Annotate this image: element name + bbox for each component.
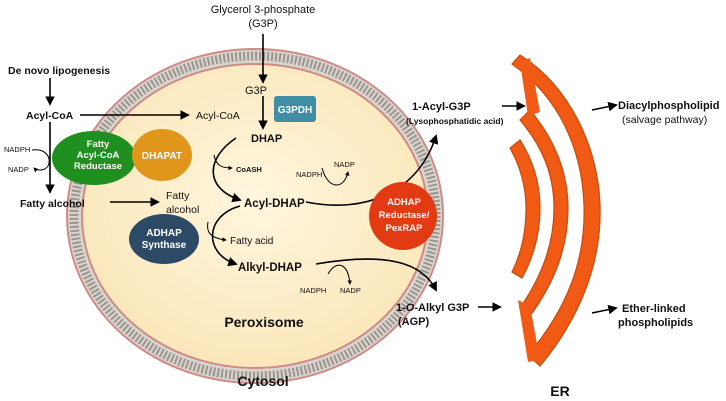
far-cofactor-arrow [31, 149, 50, 173]
far-label-3: Reductase [74, 161, 122, 172]
arrow-dhap-to-acyldhap [212, 137, 242, 203]
far-nadph: NADPH [4, 145, 30, 154]
low-nadph: NADPH [300, 286, 326, 295]
mid-cofactor-arrow [321, 167, 350, 186]
de-novo-label: De novo lipogenesis [8, 65, 110, 77]
fatty-acid-label: Fatty acid [230, 236, 273, 247]
coash-label: CoASH [236, 165, 262, 174]
cytosol-label: Cytosol [237, 373, 288, 389]
low-nadp: NADP [340, 286, 361, 295]
adhaps-label-1: ADHAP [146, 228, 182, 239]
er-connector-top [520, 58, 540, 116]
er-connector-bottom [518, 300, 540, 362]
mid-nadph: NADPH [296, 170, 322, 179]
diacyl-label-1: Diacylphospholipid [618, 100, 719, 112]
adhaps-label-2: Synthase [142, 240, 187, 251]
diacyl-label-2: (salvage pathway) [622, 114, 707, 126]
dhapat-enzyme [132, 129, 192, 181]
arrow-to-diacyl [591, 101, 618, 112]
agp-label-2: (AGP) [398, 316, 430, 328]
pexrap-enzyme [369, 182, 437, 250]
cofactor-arrows [31, 149, 352, 285]
fatty-alcohol-left-label: Fatty alcohol [20, 198, 85, 210]
arrow-to-ether [591, 304, 618, 315]
arrow-acyldhap-to-alkyldhap [211, 205, 241, 267]
pexrap-label-1: ADHAP [387, 197, 421, 208]
g3p-top-line2: (G3P) [248, 18, 277, 30]
pexrap-label-2: Reductase/ [379, 210, 430, 221]
dhapat-label: DHAPAT [142, 151, 182, 162]
acyl-dhap-label: Acyl-DHAP [244, 198, 305, 210]
adhap-synthase-enzyme [129, 214, 199, 264]
g3pdh-enzyme [274, 96, 316, 122]
far-label-2: Acyl-CoA [77, 150, 120, 161]
labels: Glycerol 3-phosphate (G3P) De novo lipog… [4, 4, 719, 399]
lpa-label-1: 1-Acyl-G3P [412, 101, 471, 113]
far-label-1: Fatty [87, 139, 110, 150]
pexrap-label-3: PexRAP [386, 223, 424, 234]
arrow-alkyldhap-to-agp [315, 258, 437, 292]
mid-nadp: NADP [334, 160, 355, 169]
alkyl-dhap-label: Alkyl-DHAP [238, 262, 302, 274]
far-nadp: NADP [8, 165, 29, 174]
far-enzyme [52, 131, 136, 185]
g3p-inner-label: G3P [245, 85, 267, 97]
ether-label-2: phospholipids [618, 317, 693, 329]
er-membrane [509, 54, 601, 367]
fattyacid-arrow [207, 221, 227, 242]
g3p-top-line1: Glycerol 3-phosphate [211, 4, 316, 16]
dhap-label: DHAP [251, 133, 282, 145]
enzymes: Fatty Acyl-CoA Reductase DHAPAT G3PDH AD… [52, 96, 437, 264]
ether-label-1: Ether-linked [622, 303, 686, 315]
fatty-alcohol-inner-2: alcohol [166, 204, 199, 216]
fatty-alcohol-inner-1: Fatty [166, 190, 190, 202]
acyl-coa-inner-label: Acyl-CoA [196, 110, 240, 122]
agp-label-1: 1-O-Alkyl G3P [396, 302, 469, 314]
er-label: ER [550, 383, 569, 399]
g3pdh-label: G3PDH [278, 105, 312, 116]
lpa-label-2: (Lysophosphatidic acid) [406, 116, 504, 126]
er-inner-cisterna [509, 139, 541, 279]
low-cofactor-arrow [327, 264, 352, 285]
peroxisome-label: Peroxisome [224, 314, 304, 330]
acyl-coa-left-label: Acyl-CoA [26, 110, 74, 122]
coash-arrow [213, 154, 233, 171]
